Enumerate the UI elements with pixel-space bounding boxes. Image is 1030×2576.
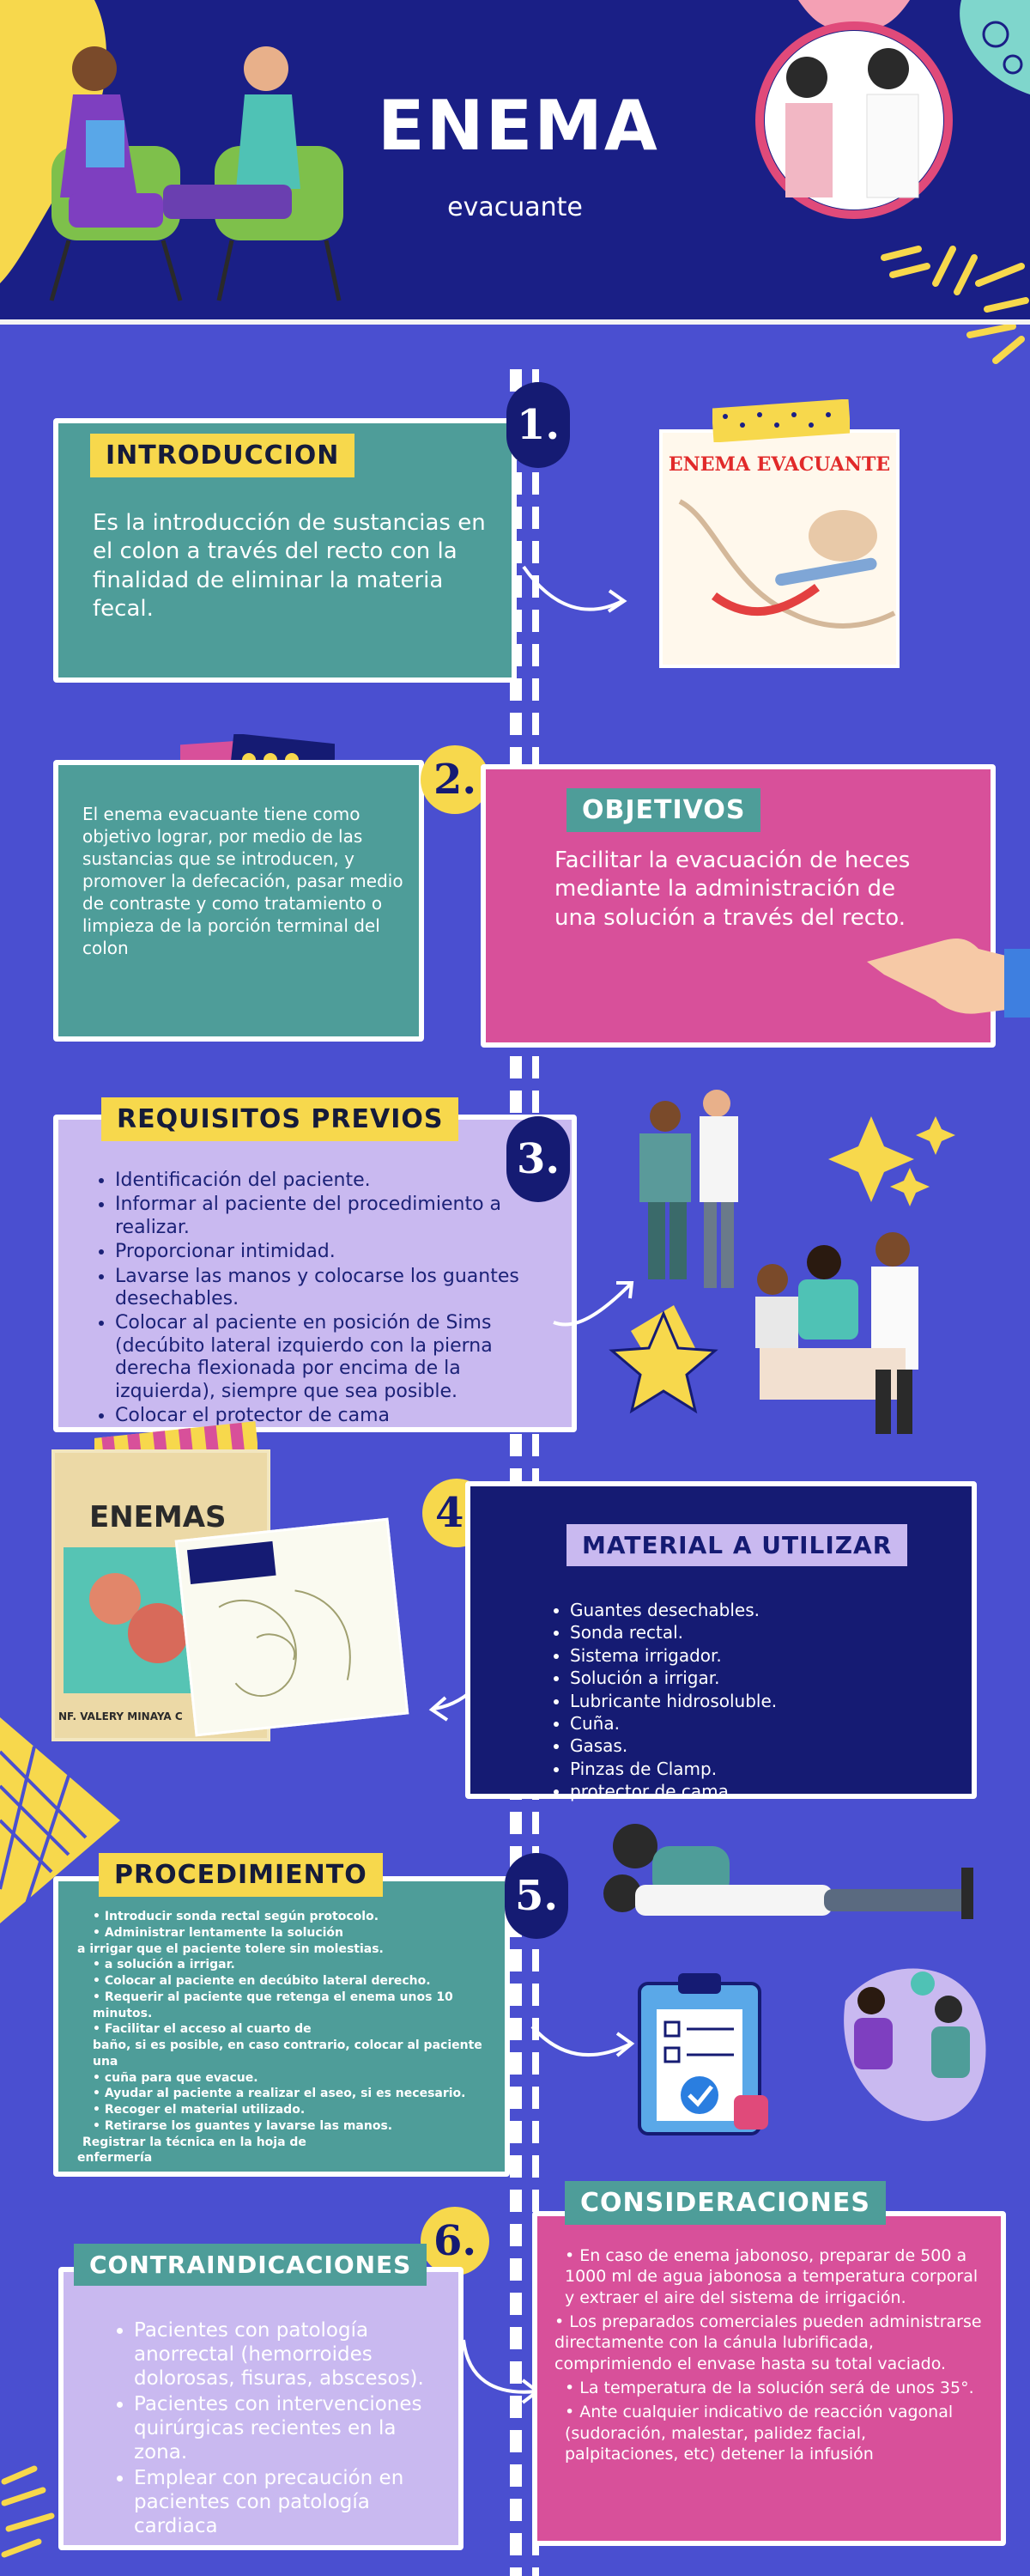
star-icon [609, 1310, 718, 1414]
consideraciones-label: CONSIDERACIONES [565, 2181, 886, 2225]
objetivos-description-text: El enema evacuante tiene como objetivo l… [82, 804, 403, 958]
enema-diagram-image: ENEMA EVACUANTE [659, 429, 900, 668]
introduccion-text: Es la introducción de sustancias en el c… [93, 510, 486, 622]
procedimiento-line: a irrigar que el paciente tolere sin mol… [77, 1941, 384, 1956]
consideraciones-card: • En caso de enema jabonoso, preparar de… [532, 2211, 1006, 2546]
procedimiento-line: • Retirarse los guantes y lavarse las ma… [93, 2118, 393, 2133]
material-list: Guantes desechables. Sonda rectal. Siste… [548, 1600, 942, 1804]
step-number-3: 3. [506, 1116, 570, 1202]
arrow-icon [522, 565, 627, 613]
requisitos-list: Identificación del paciente. Informar al… [93, 1170, 556, 1429]
contraindicaciones-list: Pacientes con patología anorrectal (hemo… [112, 2318, 446, 2540]
contraindicaciones-card: Pacientes con patología anorrectal (hemo… [58, 2267, 464, 2550]
procedimiento-line: • Administrar lentamente la solución [93, 1925, 344, 1940]
contraindicaciones-label: CONTRAINDICACIONES [74, 2244, 427, 2286]
pointing-hand-icon [867, 939, 1030, 1018]
objetivos-description-card: El enema evacuante tiene como objetivo l… [53, 760, 424, 1042]
procedimiento-line: Registrar la técnica en la hoja de [82, 2135, 306, 2149]
enemas-book-author: NF. VALERY MINAYA C [58, 1710, 183, 1722]
contraindicaciones-item: Pacientes con intervenciones quirúrgicas… [134, 2392, 446, 2464]
procedimiento-line: • a solución a irrigar. [93, 1958, 235, 1972]
doctor-patient-illustration [49, 46, 343, 301]
requisitos-item: Identificación del paciente. [115, 1170, 556, 1192]
yellow-grid-decoration [0, 1717, 120, 1923]
step-number-6: 6. [421, 2207, 489, 2275]
procedimiento-card: • Introducir sonda rectal según protocol… [53, 1876, 510, 2177]
material-item: Cuña. [570, 1713, 942, 1734]
step-number-5: 5. [505, 1853, 568, 1939]
arrow-icon [553, 1281, 634, 1327]
arrow-icon [530, 2025, 635, 2057]
contraindicaciones-item: Emplear con precaución en pacientes con … [134, 2466, 446, 2538]
requisitos-item: Colocar al paciente en posición de Sims … [115, 1312, 556, 1403]
procedimiento-line: • Requerir al paciente que retenga el en… [93, 1990, 453, 2020]
procedimiento-line: baño, si es posible, en caso contrario, … [93, 2038, 482, 2069]
consideraciones-text: • En caso de enema jabonoso, preparar de… [554, 2245, 984, 2464]
cpr-illustration [603, 1824, 973, 1919]
page-title: ENEMA [378, 86, 659, 166]
timeline-line [510, 369, 522, 2576]
timeline-line [532, 369, 539, 2576]
material-item: Lubricante hidrosoluble. [570, 1691, 942, 1711]
consultation-illustration [844, 1968, 986, 2122]
clipboard-checklist-icon [638, 1973, 768, 2136]
procedimiento-line: • Facilitar el acceso al cuarto de [93, 2022, 312, 2037]
yellow-scribble-decoration [1, 2465, 55, 2558]
anatomy-sketch-image [174, 1517, 409, 1737]
material-item: Sonda rectal. [570, 1622, 942, 1643]
requisitos-item: Proporcionar intimidad. [115, 1241, 556, 1263]
heart-doctor-illustration [755, 0, 953, 219]
header-banner: ENEMA evacuante [0, 0, 1030, 364]
material-item: Solución a irrigar. [570, 1668, 942, 1688]
contraindicaciones-item: Pacientes con patología anorrectal (hemo… [134, 2318, 446, 2391]
objetivos-label: OBJETIVOS [566, 788, 761, 832]
requisitos-item: Informar al paciente del procedimiento a… [115, 1194, 556, 1239]
material-item: Pinzas de Clamp. [570, 1759, 942, 1779]
material-label: MATERIAL A UTILIZAR [566, 1524, 908, 1566]
step-number-2: 2. [421, 745, 489, 814]
requisitos-label: REQUISITOS PREVIOS [101, 1097, 459, 1141]
step-number-1: 1. [506, 382, 570, 468]
procedimiento-line: enfermería [77, 2151, 153, 2166]
procedimiento-line: • Introducir sonda rectal según protocol… [93, 1910, 379, 1923]
objetivos-text: Facilitar la evacuación de heces mediant… [554, 848, 911, 931]
procedimiento-line: • cuña para que evacue. [93, 2070, 258, 2085]
material-item: protector de cama [570, 1781, 942, 1801]
enemas-book-title: ENEMAS [89, 1500, 227, 1534]
material-item: Sistema irrigador. [570, 1645, 942, 1666]
consideraciones-item: • Ante cualquier indicativo de reacción … [565, 2403, 954, 2464]
yellow-tape-decoration [712, 399, 850, 442]
consideraciones-item: • Los preparados comerciales pueden admi… [554, 2312, 982, 2373]
procedimiento-text: • Introducir sonda rectal según protocol… [77, 1909, 498, 2166]
page-subtitle: evacuante [447, 192, 583, 222]
material-item: Gasas. [570, 1735, 942, 1756]
pattern-decoration [960, 0, 1030, 94]
consideraciones-item: • En caso de enema jabonoso, preparar de… [565, 2246, 978, 2307]
procedimiento-line: • Colocar al paciente en decúbito latera… [93, 1974, 431, 1988]
header-divider [0, 319, 1030, 325]
procedimiento-line: • Recoger el material utilizado. [93, 2103, 306, 2117]
requisitos-card: Identificación del paciente. Informar al… [53, 1115, 577, 1432]
material-item: Guantes desechables. [570, 1600, 942, 1620]
consideraciones-item: • La temperatura de la solución será de … [565, 2378, 974, 2397]
yellow-scribble-decoration [881, 246, 1029, 364]
requisitos-item: Lavarse las manos y colocarse los guante… [115, 1266, 556, 1311]
procedimiento-line: • Ayudar al paciente a realizar el aseo,… [93, 2087, 466, 2101]
enema-diagram-caption: ENEMA EVACUANTE [668, 453, 891, 476]
procedimiento-label: PROCEDIMIENTO [99, 1853, 383, 1897]
introduccion-label: INTRODUCCION [90, 434, 355, 477]
